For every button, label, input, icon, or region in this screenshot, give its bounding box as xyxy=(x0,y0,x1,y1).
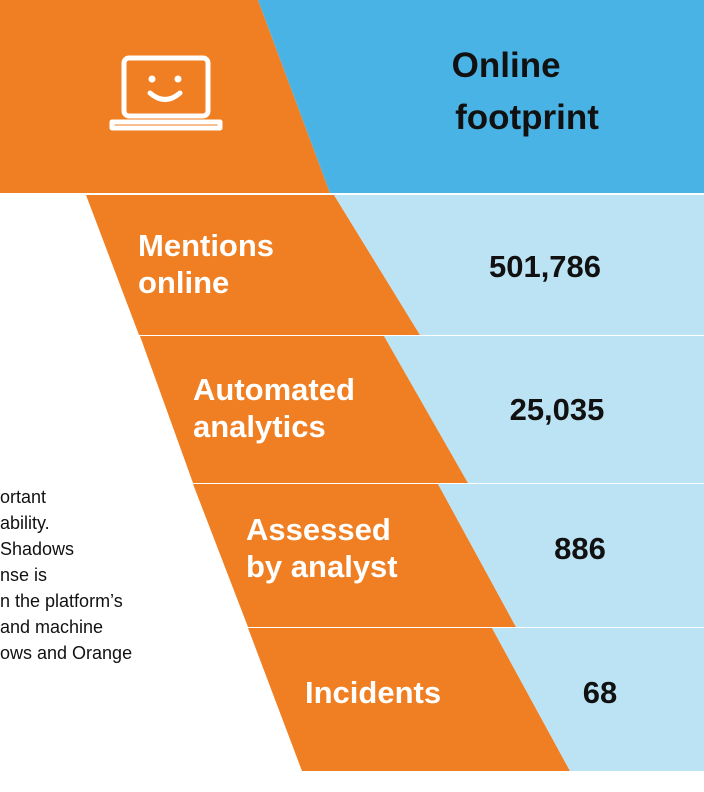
svg-text:Assessed by analyst: Assessed by analyst xyxy=(246,512,399,584)
laptop-smile-icon xyxy=(109,55,223,131)
stage-3-orange-band xyxy=(193,484,516,627)
header-title-line-2: footprint xyxy=(455,98,599,137)
stage-2-orange-band xyxy=(140,336,468,483)
side-text-line-1: ortant xyxy=(0,487,46,507)
stage-2-label-line-2: analytics xyxy=(193,409,326,444)
side-text-line-7: ows and Orange xyxy=(0,643,132,663)
header-blue-band xyxy=(258,0,704,193)
stage-1-orange-band xyxy=(86,195,420,335)
stage-4-blue-band xyxy=(492,628,704,771)
stage-2-blue-band xyxy=(384,336,704,483)
side-text-line-3: Shadows xyxy=(0,539,74,559)
stage-3-blue-band xyxy=(438,484,704,627)
stage-2-label-line-1: Automated xyxy=(193,372,355,407)
stage-3-value: 886 xyxy=(554,531,606,566)
stage-1-value: 501,786 xyxy=(489,249,601,284)
svg-text:Mentions online: Mentions online xyxy=(138,228,283,300)
stage-1-label-line-2: online xyxy=(138,265,229,300)
stage-3-label-line-1: Assessed xyxy=(246,512,391,547)
side-text-line-4: nse is xyxy=(0,565,47,585)
side-text-line-6: and machine xyxy=(0,617,103,637)
stage-2-value: 25,035 xyxy=(510,392,605,427)
stage-1-label-line-1: Mentions xyxy=(138,228,274,263)
header-title-line-1: Online xyxy=(452,46,561,85)
stage-1-blue-band xyxy=(334,195,704,335)
header-orange-band xyxy=(0,0,330,193)
svg-text:Automated analytics: Automated analytics xyxy=(193,372,364,444)
svg-text:Online footprint: Online footprint xyxy=(452,46,600,137)
side-text-line-5: n the platform’s xyxy=(0,591,123,611)
svg-text:ortant ability. Shado: ortant ability. Shadows nse is n the pla… xyxy=(0,487,132,663)
stage-4-label-line-1: Incidents xyxy=(305,675,441,710)
stage-3-label-line-2: by analyst xyxy=(246,549,398,584)
side-text-line-2: ability. xyxy=(0,513,50,533)
stage-4-value: 68 xyxy=(583,675,617,710)
stage-4-orange-band xyxy=(248,628,570,771)
